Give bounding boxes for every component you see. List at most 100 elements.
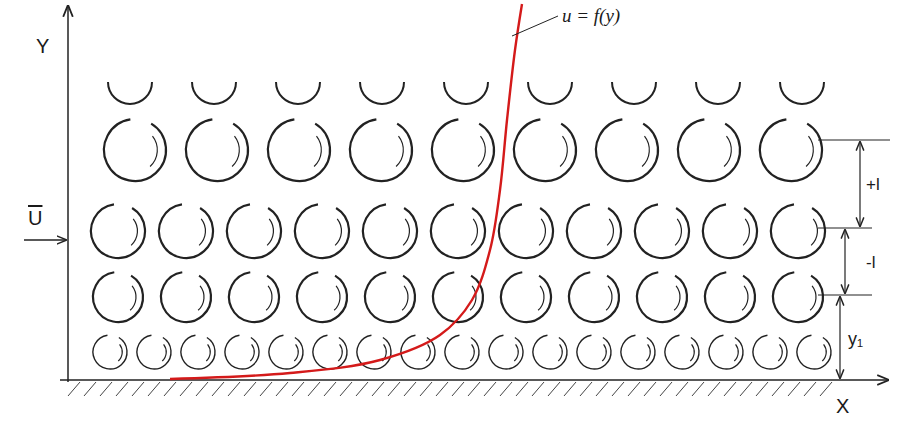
eddy (161, 272, 211, 322)
hatch-line (180, 382, 192, 396)
eddy (297, 272, 347, 322)
half-eddy (780, 82, 824, 104)
eddy (753, 335, 787, 369)
eddy (104, 119, 166, 181)
hatch-line (244, 382, 256, 396)
hatch-line (420, 382, 432, 396)
axis-label: X (836, 396, 849, 416)
eddy (431, 204, 485, 258)
eddy (635, 204, 689, 258)
hatch-line (292, 382, 304, 396)
eddy (773, 272, 823, 322)
hatch-line (84, 382, 96, 396)
eddy (665, 335, 699, 369)
half-eddy (612, 82, 656, 104)
axis-label: Y (36, 36, 49, 56)
eddy (709, 335, 743, 369)
hatch-line (164, 382, 176, 396)
hatch-line (260, 382, 272, 396)
eddy (93, 272, 143, 322)
eddy (137, 335, 171, 369)
hatch-line (100, 382, 112, 396)
eddy (577, 335, 611, 369)
hatch-line (148, 382, 160, 396)
half-eddy (276, 82, 320, 104)
eddy (229, 272, 279, 322)
hatch-line (196, 382, 208, 396)
eddy (432, 119, 494, 181)
half-eddy (360, 82, 404, 104)
hatch-line (340, 382, 352, 396)
eddy (363, 204, 417, 258)
axis-label: y₁ (848, 330, 863, 348)
leader-line (512, 16, 558, 36)
hatch-line (692, 382, 704, 396)
eddy (93, 335, 127, 369)
eddy (705, 272, 755, 322)
hatch-line (644, 382, 656, 396)
eddy (489, 335, 523, 369)
hatch-line (212, 382, 224, 396)
hatch-line (788, 382, 800, 396)
eddy (181, 335, 215, 369)
eddy (445, 335, 479, 369)
hatch-line (68, 382, 80, 396)
dimension-marks (818, 140, 890, 378)
eddy (313, 335, 347, 369)
eddy (771, 204, 825, 258)
axis-label: u = f(y) (562, 6, 620, 25)
eddy (295, 204, 349, 258)
eddy (533, 335, 567, 369)
eddy (760, 119, 822, 181)
hatch-line (356, 382, 368, 396)
half-eddy (696, 82, 740, 104)
hatch-line (596, 382, 608, 396)
hatch-line (228, 382, 240, 396)
y-axis (67, 6, 69, 382)
wall-hatching (68, 382, 832, 396)
hatch-line (772, 382, 784, 396)
eddy (797, 335, 831, 369)
eddy (514, 119, 576, 181)
eddy (569, 272, 619, 322)
hatch-line (276, 382, 288, 396)
hatch-line (676, 382, 688, 396)
hatch-line (116, 382, 128, 396)
hatch-line (660, 382, 672, 396)
hatch-line (724, 382, 736, 396)
eddy (621, 335, 655, 369)
hatch-line (708, 382, 720, 396)
hatch-line (324, 382, 336, 396)
hatch-line (548, 382, 560, 396)
hatch-line (628, 382, 640, 396)
eddy (637, 272, 687, 322)
hatch-line (532, 382, 544, 396)
hatch-line (132, 382, 144, 396)
half-eddy (192, 82, 236, 104)
eddy (269, 335, 303, 369)
eddy (350, 119, 412, 181)
hatch-line (388, 382, 400, 396)
hatch-line (756, 382, 768, 396)
flow-arrow (24, 239, 66, 240)
hatch-line (308, 382, 320, 396)
hatch-line (468, 382, 480, 396)
axis-label: +l (866, 176, 880, 193)
eddy (365, 272, 415, 322)
hatch-line (372, 382, 384, 396)
half-eddy (444, 82, 488, 104)
axis-label: U (28, 208, 42, 228)
eddy (227, 204, 281, 258)
eddy (91, 204, 145, 258)
hatch-line (612, 382, 624, 396)
eddy (433, 272, 483, 322)
hatch-line (404, 382, 416, 396)
hatch-line (500, 382, 512, 396)
hatch-line (516, 382, 528, 396)
axis-label: -l (866, 254, 875, 271)
hatch-line (804, 382, 816, 396)
eddy (703, 204, 757, 258)
hatch-line (564, 382, 576, 396)
hatch-line (452, 382, 464, 396)
hatch-line (820, 382, 832, 396)
